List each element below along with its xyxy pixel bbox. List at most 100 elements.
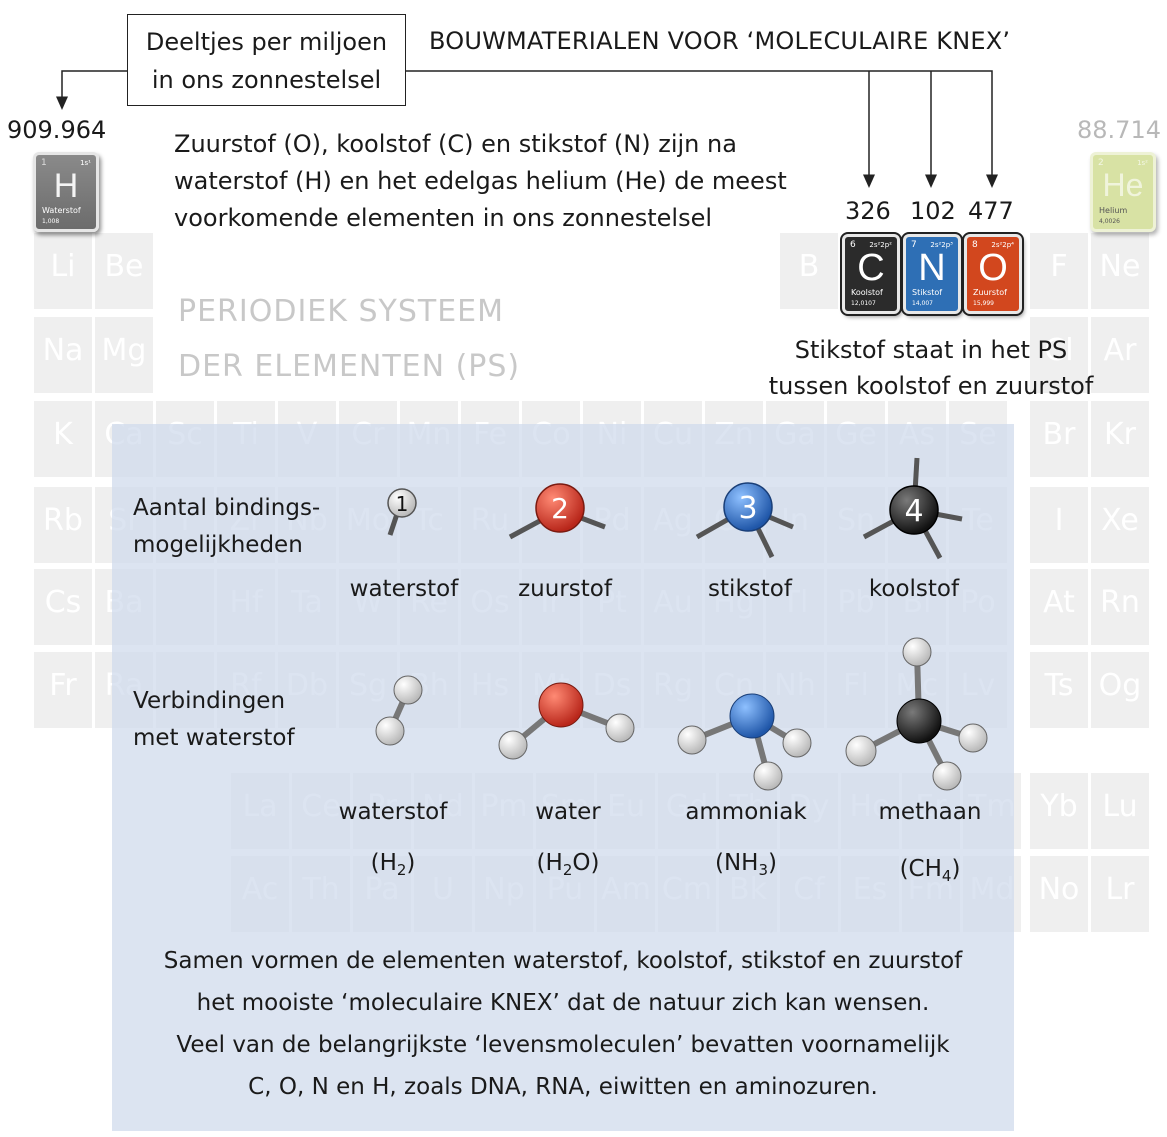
info-panel [112, 424, 1014, 1131]
tile-c-config: 2s²2p² [869, 241, 892, 249]
ps-title-line-2: DER ELEMENTEN (PS) [178, 349, 521, 384]
tile-o-mass: 15,999 [973, 300, 994, 307]
intro-line-1: Zuurstof (O), koolstof (C) en stikstof (… [174, 130, 737, 158]
bg-cell-na: Na [34, 317, 92, 393]
bg-cell-mg: Mg [95, 317, 153, 393]
bg-cell-r4-c17: Xe [1091, 487, 1149, 563]
bg-cell-b: B [780, 233, 838, 309]
ps-title: PERIODIEK SYSTEEM DER ELEMENTEN (PS) [178, 284, 520, 394]
arrow-to-h [56, 70, 127, 110]
bg-cell-ar: Ar [1091, 317, 1149, 393]
tile-hydrogen: 1 1s¹ H Waterstof 1,008 [33, 152, 99, 232]
tile-h-number: 1 [41, 158, 47, 168]
cno-note-line-1: Stikstof staat in het PS [794, 336, 1068, 364]
bg-cell-r6-c0: Fr [34, 652, 92, 728]
footer-line-4: C, O, N en H, zoals DNA, RNA, eiwitten e… [248, 1074, 878, 1100]
atom-label-zuurstof: zuurstof [518, 576, 612, 602]
bg-cell-act-14: Lr [1091, 856, 1149, 932]
bg-cell-be: Be [95, 233, 153, 309]
bg-cell-r5-c16: At [1030, 569, 1088, 645]
intro-text: Zuurstof (O), koolstof (C) en stikstof (… [174, 126, 787, 237]
molecule-name-h2o: water [535, 799, 601, 825]
tile-o-name: Zuurstof [973, 288, 1007, 297]
abundance-h: 909.964 [7, 116, 107, 144]
main-title: BOUWMATERIALEN VOOR ‘MOLECULAIRE KNEX’ [429, 27, 1011, 55]
tile-helium: 2 1s² He Helium 4,0026 [1090, 152, 1156, 232]
tile-nitrogen: 7 2s²2p³ N Stikstof 14,007 [903, 234, 961, 314]
atom-n-bond-count: 3 [738, 491, 757, 526]
abundance-n: 102 [910, 197, 956, 225]
atom-h-bond-count: 1 [396, 492, 409, 516]
bg-cell-r3-c17: Kr [1091, 401, 1149, 477]
bg-cell-r3-c16: Br [1030, 401, 1088, 477]
bg-cell-r4-c0: Rb [34, 487, 92, 563]
bg-cell-r6-c16: Ts [1030, 652, 1088, 728]
tile-o-number: 8 [972, 240, 978, 250]
bg-cell-lanth-14: Lu [1091, 773, 1149, 849]
abundance-he: 88.714 [1077, 116, 1161, 144]
atom-oxygen-bonds: 2 [508, 483, 606, 540]
tile-he-mass: 4,0026 [1099, 218, 1120, 225]
molecule-h2o [498, 682, 635, 760]
atom-carbon-bonds: 4 [862, 457, 963, 560]
formula-h2o: (H2O) [536, 850, 600, 879]
tile-oxygen: 8 2s²2p⁴ O Zuurstof 15,999 [964, 234, 1022, 314]
ppm-box: Deeltjes per miljoen in ons zonnestelsel [127, 14, 406, 106]
bonds-label-line-2: mogelijkheden [133, 532, 303, 558]
tile-he-name: Helium [1099, 206, 1128, 215]
bg-cell-f: F [1030, 233, 1088, 309]
intro-line-2: waterstof (H) en het edelgas helium (He)… [174, 167, 787, 195]
atom-label-waterstof: waterstof [349, 576, 459, 602]
tile-c-name: Koolstof [851, 288, 883, 297]
bg-cell-r5-c0: Cs [34, 569, 92, 645]
ppm-line-2: in ons zonnestelsel [151, 66, 382, 94]
bonds-row-label: Aantal bindings- mogelijkheden [133, 490, 320, 564]
atom-o-bond-count: 2 [551, 492, 569, 525]
atom-label-stikstof: stikstof [708, 576, 792, 602]
tile-h-mass: 1,008 [42, 218, 60, 225]
tile-n-name: Stikstof [912, 288, 943, 297]
atom-c-bond-count: 4 [904, 494, 923, 529]
atom-nitrogen-bonds: 3 [695, 482, 794, 559]
tile-he-symbol: He [1102, 167, 1144, 203]
footer-text: Samen vormen de elementen waterstof, koo… [112, 940, 1014, 1108]
bg-cell-r6-c17: Og [1091, 652, 1149, 728]
intro-line-3: voorkomende elementen in ons zonnestelse… [174, 204, 713, 232]
bg-cell-ne: Ne [1091, 233, 1149, 309]
molecule-name-h2: waterstof [338, 799, 448, 825]
formula-ch4: (CH4) [899, 856, 961, 885]
tile-c-symbol: C [857, 247, 885, 289]
tile-he-config: 1s² [1137, 159, 1148, 167]
footer-line-1: Samen vormen de elementen waterstof, koo… [163, 948, 963, 974]
tile-c-number: 6 [850, 240, 856, 250]
tile-c-mass: 12,0107 [851, 300, 876, 307]
bg-cell-lanth-13: Yb [1030, 773, 1088, 849]
tile-o-symbol: O [978, 247, 1008, 289]
bg-cell-r5-c17: Rn [1091, 569, 1149, 645]
molecule-name-ch4: methaan [878, 799, 982, 825]
molecule-name-nh3: ammoniak [685, 799, 807, 825]
tile-h-symbol: H [53, 167, 79, 205]
tile-h-config: 1s¹ [80, 159, 91, 167]
tile-he-number: 2 [1098, 158, 1104, 168]
bg-cell-r4-c16: I [1030, 487, 1088, 563]
tile-h-name: Waterstof [42, 206, 81, 215]
molecule-ch4 [845, 637, 988, 791]
formula-nh3: (NH3) [714, 850, 777, 879]
bg-cell-act-13: No [1030, 856, 1088, 932]
compounds-row-label: Verbindingen met waterstof [133, 683, 295, 757]
compounds-label-line-2: met waterstof [133, 725, 295, 751]
footer-line-2: het mooiste ‘moleculaire KNEX’ dat de na… [196, 990, 930, 1016]
tile-n-symbol: N [918, 247, 946, 289]
molecule-nh3 [677, 693, 812, 791]
footer-line-3: Veel van de belangrijkste ‘levensmolecul… [176, 1032, 950, 1058]
tile-n-mass: 14,007 [912, 300, 933, 307]
cno-note-line-2: tussen koolstof en zuurstof [768, 372, 1094, 400]
abundance-c: 326 [845, 197, 891, 225]
cno-note: Stikstof staat in het PS tussen koolstof… [766, 332, 1096, 404]
bg-cell-r3-c0: K [34, 401, 92, 477]
compounds-label-line-1: Verbindingen [133, 688, 286, 714]
tile-carbon: 6 2s²2p² C Koolstof 12,0107 [842, 234, 900, 314]
ppm-line-1: Deeltjes per miljoen [145, 28, 388, 56]
